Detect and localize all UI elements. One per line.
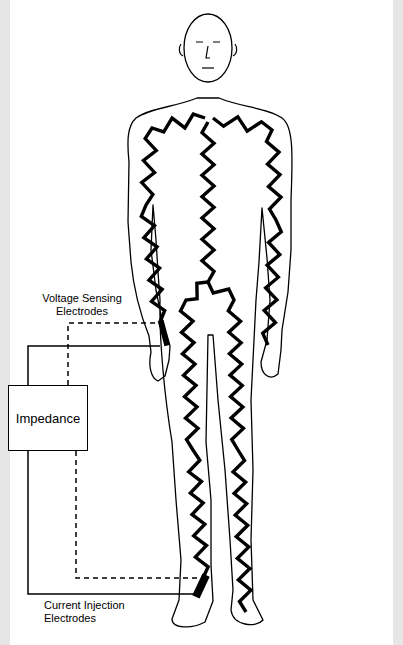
zigzag-resistance (213, 117, 281, 345)
electrode (192, 573, 209, 598)
electrode-label: Current Injection Electrodes (44, 599, 156, 625)
zigzag-resistance (202, 122, 214, 282)
box-label: Impedance (16, 411, 80, 426)
impedance-zigzags (141, 114, 281, 612)
face-features (179, 42, 236, 68)
body-outline (128, 14, 292, 627)
page-ground (10, 0, 393, 645)
impedance-box: Impedance (8, 385, 88, 451)
electrode-label: Voltage Sensing Electrodes (34, 292, 130, 318)
current-wire (28, 451, 198, 594)
zigzag-resistance (208, 282, 251, 612)
electrodes (158, 320, 210, 599)
current-wire (28, 346, 160, 385)
lead-wires (28, 323, 200, 594)
voltage-wire (76, 451, 200, 578)
voltage-wire (68, 323, 163, 385)
zigzag-resistance (181, 282, 209, 578)
